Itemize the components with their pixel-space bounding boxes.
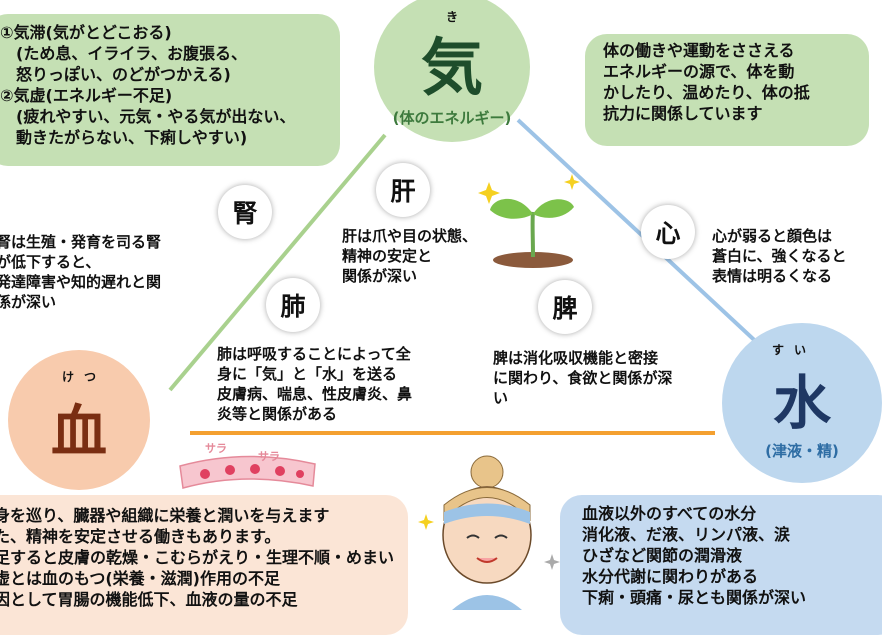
water-line: 下痢・頭痛・尿とも関係が深い — [582, 588, 807, 607]
vessel-label: サラ — [205, 442, 227, 455]
water-line: 血液以外のすべての水分 — [582, 504, 757, 523]
water-subtitle: (津液・精) — [765, 441, 839, 460]
qi-desc-line: エネルギーの源で、体を動 — [603, 62, 795, 81]
blood-vessel-icon — [179, 455, 316, 489]
qi-line: (ため息、イライラ、お腹張る、 — [0, 44, 247, 63]
qi-line: (疲れやすい、元気・やる気が出ない、 — [0, 107, 296, 126]
blood-line: 身を巡り、臓器や組織に栄養と潤いを与えます — [0, 506, 330, 525]
blood-line: 虚とは血のもつ(栄養・滋潤)作用の不足 — [0, 569, 280, 588]
text-line: 関係が深い — [342, 267, 418, 285]
blood-title: 血 — [51, 399, 107, 465]
qi-description-box: 体の働きや運動をささえる エネルギーの源で、体を動 かしたり、温めたり、体の抵 … — [585, 34, 869, 146]
text-line: 肺は呼吸することによって全 — [217, 345, 411, 363]
text-line: 肝は爪や目の状態、 — [342, 227, 478, 245]
text-line: 発達障害や知的遅れと関 — [0, 273, 162, 291]
text-line: 心が弱ると顔色は — [712, 227, 833, 245]
qi-blood-line — [168, 133, 387, 392]
lung-badge: 肺 — [266, 278, 320, 332]
text-line: 精神の安定と — [342, 247, 433, 265]
blood-circle: けつ 血 — [8, 350, 150, 490]
liver-badge: 肝 — [376, 163, 430, 217]
qi-problems-box: ①気滞(気がとどこおる) (ため息、イライラ、お腹張る、 怒りっぽい、のどがつか… — [0, 14, 340, 166]
kidney-badge: 腎 — [218, 185, 272, 239]
heart-badge: 心 — [641, 205, 695, 259]
kidney-text: 腎は生殖・発育を司る腎が低下すると、発達障害や知的遅れと関係が深い — [0, 232, 161, 312]
heart-text: 心が弱ると顔色は蒼白に、強くなると表情は明るくなる — [712, 226, 847, 286]
text-line: 炎等と関係がある — [217, 405, 338, 423]
water-description-box: 血液以外のすべての水分 消化液、だ液、リンパ液、涙 ひざなど関節の潤滑液 水分代… — [560, 495, 882, 635]
liver-text: 肝は爪や目の状態、精神の安定と関係が深い — [342, 226, 477, 286]
water-title: 水 — [772, 368, 831, 437]
spleen-badge: 脾 — [538, 280, 592, 334]
text-line: に関わり、食欲と関係が深 — [493, 369, 673, 387]
smiling-girl-icon — [418, 455, 560, 610]
text-line: 腎は生殖・発育を司る腎 — [0, 233, 162, 251]
blood-line: 足すると皮膚の乾燥・こむらがえり・生理不順・めまい — [0, 548, 395, 567]
vessel-label: サラ — [258, 450, 280, 463]
text-line: 表情は明るくなる — [712, 267, 833, 285]
text-line: 蒼白に、強くなると — [712, 247, 847, 265]
qi-circle: き 気 (体のエネルギー) — [374, 0, 530, 142]
spleen-text: 脾は消化吸収機能と密接に関わり、食欲と関係が深い — [493, 348, 672, 408]
qi-line: 動きたがらない、下痢しやすい) — [0, 128, 248, 147]
qi-line: ①気滞(気がとどこおる) — [0, 23, 172, 42]
water-line: ひざなど関節の潤滑液 — [582, 546, 743, 565]
qi-ruby: き — [446, 10, 469, 24]
blood-description-box: 身を巡り、臓器や組織に栄養と潤いを与えます た、精神を安定させる働きもあります。… — [0, 495, 408, 635]
qi-desc-line: 抗力に関係しています — [603, 104, 763, 123]
text-line: 脾は消化吸収機能と密接 — [493, 349, 659, 367]
qi-desc-line: かしたり、温めたり、体の抵 — [603, 83, 810, 102]
qi-title: 気 — [420, 30, 483, 104]
qi-line: 怒りっぽい、のどがつかえる) — [0, 65, 231, 84]
text-line: い — [493, 389, 509, 407]
water-ruby: すい — [772, 343, 817, 357]
blood-line: た、精神を安定させる働きもあります。 — [0, 527, 281, 546]
text-line: 身に「気」と「水」を送る — [217, 365, 398, 383]
blood-line: 因として胃腸の機能低下、血液の量の不足 — [0, 590, 298, 609]
lung-text: 肺は呼吸することによって全身に「気」と「水」を送る皮膚病、喘息、性皮膚炎、鼻炎等… — [217, 344, 412, 424]
water-line: 消化液、だ液、リンパ液、涙 — [582, 525, 791, 544]
text-line: が低下すると、 — [0, 253, 101, 271]
qi-line: ②気虚(エネルギー不足) — [0, 86, 173, 105]
water-line: 水分代謝に関わりがある — [582, 567, 759, 586]
text-line: 係が深い — [0, 293, 57, 311]
qi-desc-line: 体の働きや運動をささえる — [603, 41, 795, 60]
sprout-icon — [478, 174, 580, 268]
water-circle: すい 水 (津液・精) — [722, 323, 882, 483]
blood-ruby: けつ — [62, 370, 107, 384]
qi-subtitle: (体のエネルギー) — [392, 108, 512, 127]
text-line: 皮膚病、喘息、性皮膚炎、鼻 — [217, 385, 413, 403]
